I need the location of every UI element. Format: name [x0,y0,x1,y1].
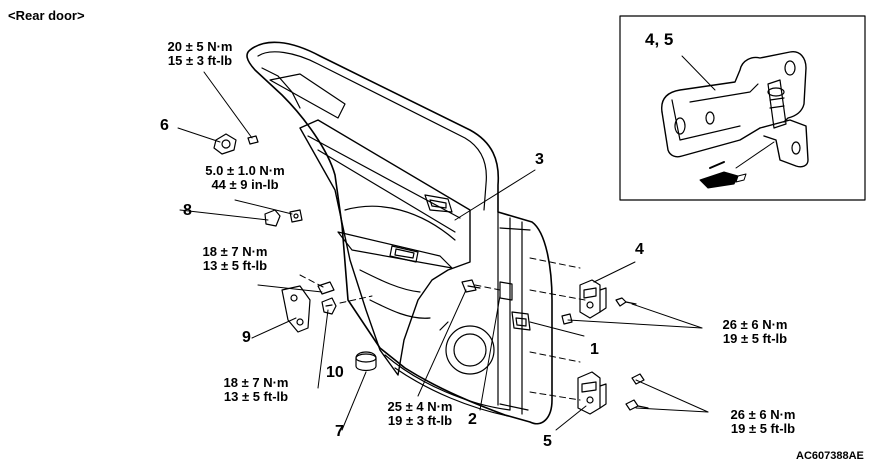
part-number-5: 5 [543,433,552,450]
torque-metric: 5.0 ± 1.0 N·m [205,163,285,178]
part-10-clip [321,297,337,315]
torque-metric: 18 ± 7 N·m [223,375,289,390]
part-9-bracket [281,281,335,333]
torque-imperial: 19 ± 5 ft-lb [722,331,788,346]
part-number-7: 7 [335,423,344,440]
part-8-clip [264,209,303,227]
torque-metric: 25 ± 4 N·m [387,399,453,414]
torque-imperial: 44 ± 9 in-lb [211,177,279,192]
torque-metric: 26 ± 6 N·m [722,317,788,332]
figure-title: <Rear door> [8,8,85,23]
torque-part-8: 5.0 ± 1.0 N·m 44 ± 9 in-lb [190,164,300,192]
torque-imperial: 13 ± 5 ft-lb [202,258,268,273]
torque-imperial: 13 ± 5 ft-lb [223,389,289,404]
part-number-3: 3 [535,151,544,168]
torque-imperial: 19 ± 3 ft-lb [387,413,453,428]
torque-part-10: 18 ± 7 N·m 13 ± 5 ft-lb [206,376,306,404]
torque-metric: 18 ± 7 N·m [202,244,268,259]
inset-hinge-detail [619,15,866,201]
part-number-1: 1 [590,341,599,358]
part-number-2: 2 [468,411,477,428]
part-4-upper-hinge [561,279,637,325]
figure-code: AC607388AE [796,450,864,462]
torque-imperial: 19 ± 5 ft-lb [730,421,796,436]
door-assembly [246,41,586,425]
part-number-10: 10 [326,364,344,381]
part-number-6: 6 [160,117,169,134]
torque-part-5: 26 ± 6 N·m 19 ± 5 ft-lb [713,408,813,436]
part-number-4: 4 [635,241,644,258]
inset-part-number: 4, 5 [645,30,674,49]
part-6-clip [213,133,259,155]
part-5-lower-hinge [577,371,649,415]
torque-part-9: 18 ± 7 N·m 13 ± 5 ft-lb [185,245,285,273]
torque-imperial: 15 ± 3 ft-lb [167,53,233,68]
torque-part-2: 25 ± 4 N·m 19 ± 3 ft-lb [370,400,470,428]
torque-metric: 20 ± 5 N·m [167,39,233,54]
part-7-plug [355,351,377,372]
grease-applicator-icon [699,161,747,189]
part-2-bolt [461,279,481,293]
leader-lines [177,71,709,431]
part-number-8: 8 [183,202,192,219]
part-number-9: 9 [242,329,251,346]
torque-part-6: 20 ± 5 N·m 15 ± 3 ft-lb [150,40,250,68]
torque-part-4: 26 ± 6 N·m 19 ± 5 ft-lb [705,318,805,346]
torque-metric: 26 ± 6 N·m [730,407,796,422]
